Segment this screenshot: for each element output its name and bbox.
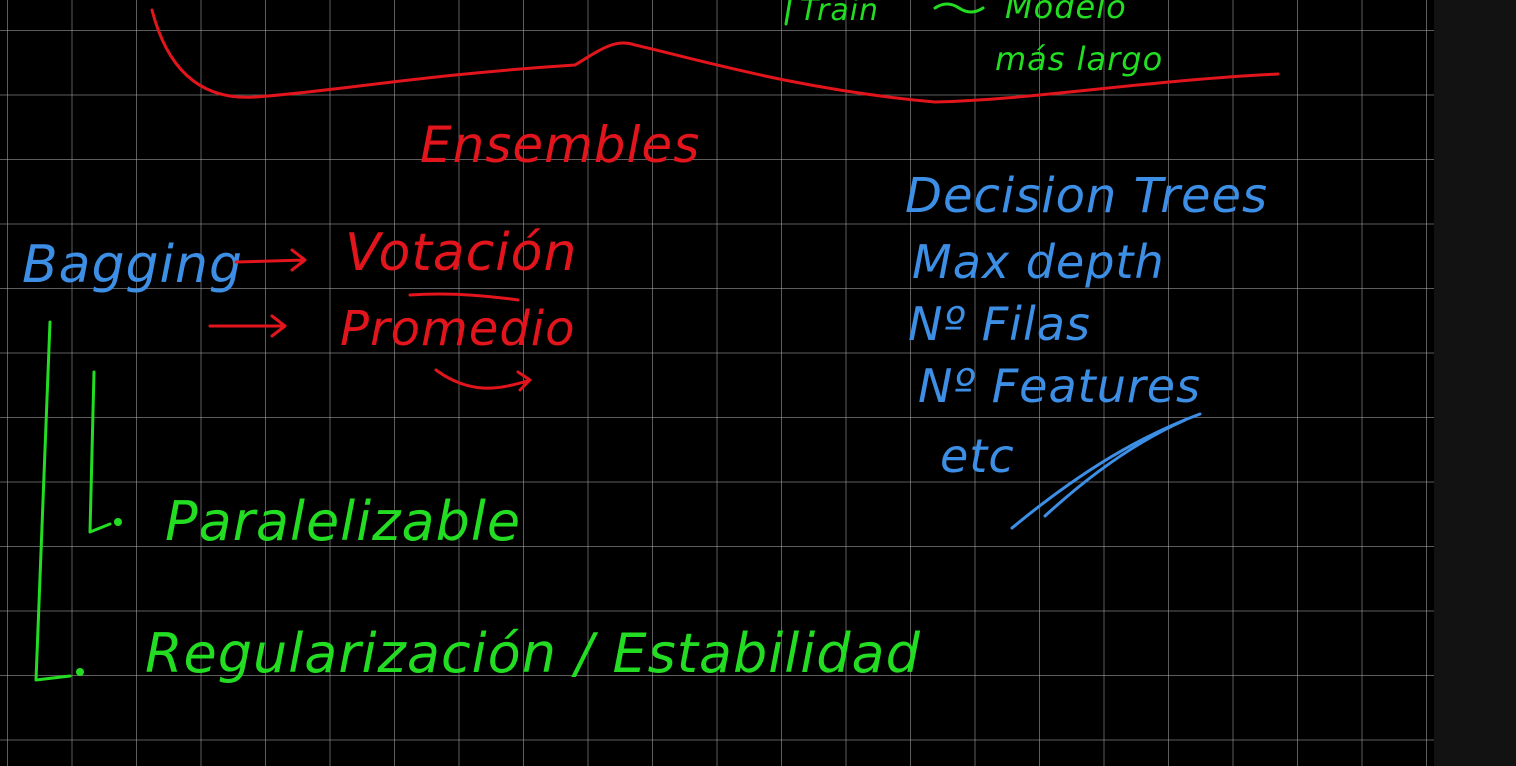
decision-trees-title: Decision Trees <box>905 168 1268 224</box>
top-note-word1: Train <box>800 0 879 28</box>
outer-bullet-dot <box>76 668 84 676</box>
top-note-approx-sign <box>933 2 985 14</box>
decision-item-max-depth: Max depth <box>912 235 1165 289</box>
inner-bracket-line <box>88 370 112 534</box>
top-note-word2: Modelo <box>1005 0 1127 26</box>
inner-bullet-dot <box>114 518 122 526</box>
top-note-tick <box>784 0 792 26</box>
handwriting-layer: Train Modelo más largo Ensembles Bagging… <box>22 0 1280 685</box>
average-label: Promedio <box>340 301 576 357</box>
ensembles-brace-curve <box>150 8 1280 104</box>
parallel-label: Paralelizable <box>165 490 521 553</box>
grid-canvas <box>0 0 1434 766</box>
regularization-label: Regularización / Estabilidad <box>145 622 921 685</box>
side-strip <box>1434 0 1516 766</box>
decision-item-rows: Nº Filas <box>908 297 1091 351</box>
decision-item-etc: etc <box>940 429 1015 483</box>
arrow-to-voting <box>234 248 307 272</box>
outer-bracket-line <box>34 320 72 682</box>
voting-label: Votación <box>345 223 577 283</box>
arrow-under-average <box>434 368 532 392</box>
average-overline <box>408 292 520 302</box>
decision-item-features: Nº Features <box>918 359 1201 413</box>
bagging-label: Bagging <box>22 235 243 295</box>
blue-strike-line-2 <box>1043 418 1187 518</box>
ensembles-title: Ensembles <box>420 116 700 174</box>
blue-strike-line-1 <box>1010 412 1202 530</box>
arrow-to-average <box>208 314 287 338</box>
top-note-line2: más largo <box>995 40 1163 78</box>
